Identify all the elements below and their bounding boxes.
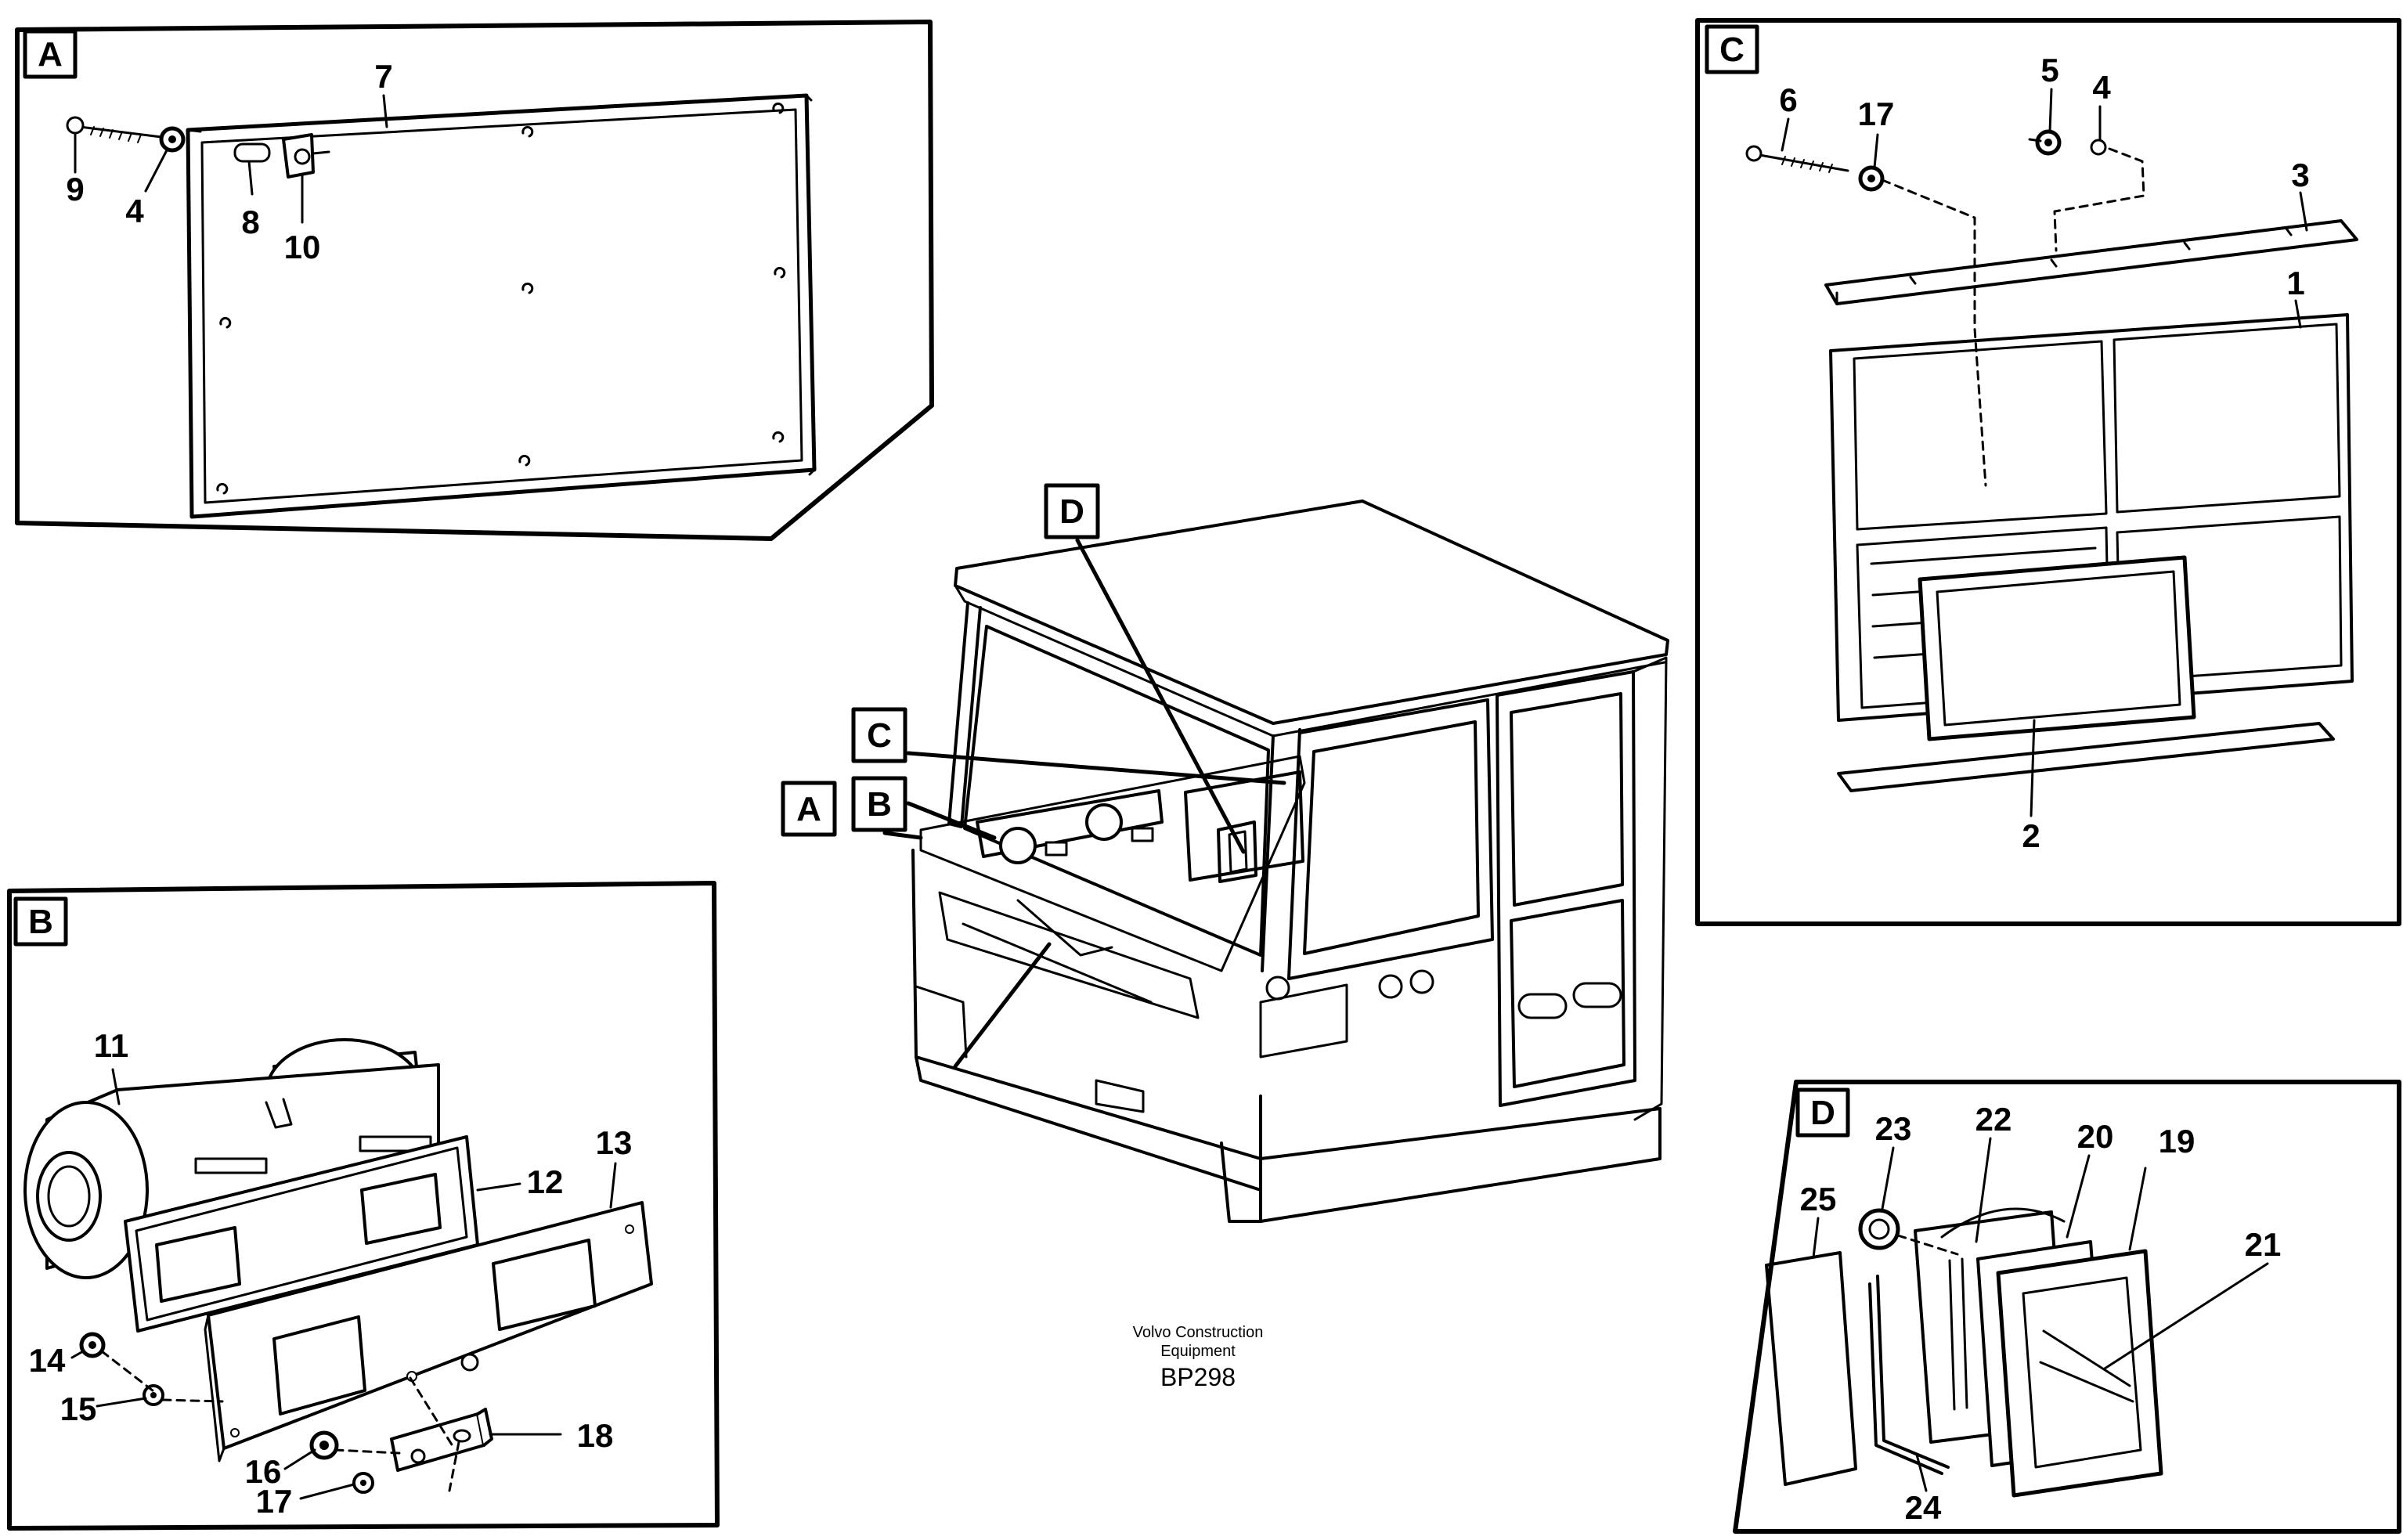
label-b-14: 14 (29, 1342, 66, 1379)
fasteners-b (79, 1332, 374, 1494)
cab-callout-lines (882, 538, 1286, 1069)
screw-and-nut (66, 116, 186, 153)
cab-callout-d-text: D (1059, 492, 1084, 531)
label-c-5: 5 (2040, 52, 2058, 88)
panel-tag-b (13, 896, 68, 947)
cab-overview: A B C D (781, 483, 1669, 1223)
cover-plate (186, 93, 817, 519)
label-a-10: 10 (284, 229, 321, 265)
leader-lines-c (1781, 88, 2308, 817)
cab-filter (1184, 770, 1304, 883)
label-c-1: 1 (2286, 265, 2304, 301)
assembly-lines-c (1881, 147, 2145, 487)
detail-panel-b: B (7, 881, 720, 1531)
top-rail (1824, 219, 2358, 305)
caption-line-2: Equipment (1160, 1343, 1236, 1360)
cab-callout-b-text: B (867, 785, 892, 824)
label-b-11: 11 (94, 1027, 128, 1064)
panel-tag-a-text: A (38, 35, 63, 74)
drawing-caption: Volvo Construction Equipment BP298 (1133, 1324, 1264, 1391)
detail-panel-c: C (1695, 18, 2401, 926)
label-c-2: 2 (2022, 817, 2040, 854)
label-b-12: 12 (527, 1163, 564, 1200)
label-c-3: 3 (2291, 157, 2309, 193)
cab-callout-a (781, 781, 837, 837)
knob (1858, 1208, 1959, 1256)
fasteners-c (1745, 129, 2107, 192)
label-d-25: 25 (1800, 1181, 1837, 1217)
label-d-20: 20 (2077, 1118, 2114, 1155)
filter-cartridge (1918, 555, 2196, 741)
panel-tag-c-text: C (1719, 31, 1745, 69)
cab-callout-a-text: A (796, 790, 821, 828)
cab-callout-c-text: C (867, 716, 892, 755)
cab-callout-b (851, 776, 907, 832)
panel-tag-a (23, 29, 78, 79)
mounting-panel (204, 1201, 653, 1462)
label-c-6: 6 (1779, 81, 1797, 118)
assembly-lines-b (100, 1350, 460, 1492)
cab-callout-d (1044, 483, 1100, 539)
label-b-13: 13 (596, 1124, 633, 1161)
leader-lines-b (70, 1068, 617, 1500)
label-d-23: 23 (1875, 1110, 1912, 1147)
label-b-17: 17 (256, 1483, 293, 1520)
label-b-16: 16 (245, 1453, 282, 1490)
leader-lines-a (74, 94, 388, 224)
label-d-24: 24 (1905, 1489, 1942, 1526)
bottom-rail (1837, 722, 2335, 792)
cab-duct (976, 789, 1164, 864)
label-b-15: 15 (60, 1390, 97, 1427)
detail-panel-a: A (15, 20, 934, 541)
detail-panel-d: D (1733, 1080, 2401, 1534)
label-d-19: 19 (2159, 1123, 2196, 1160)
label-a-8: 8 (241, 204, 259, 240)
panel-tag-b-text: B (28, 903, 53, 941)
label-c-17: 17 (1858, 96, 1895, 132)
bracket (390, 1408, 493, 1472)
panel-tag-d (1795, 1087, 1850, 1138)
label-b-18: 18 (577, 1417, 614, 1454)
caption-line-1: Volvo Construction (1133, 1324, 1264, 1341)
caption-code: BP298 (1160, 1363, 1236, 1391)
leader-lines-d (1812, 1137, 2269, 1492)
grille-frame (1996, 1249, 2163, 1498)
label-a-9: 9 (66, 171, 84, 207)
cab-callout-c (851, 707, 907, 763)
panel-tag-d-text: D (1810, 1094, 1835, 1132)
label-a-4: 4 (125, 193, 144, 229)
label-d-21: 21 (2245, 1226, 2282, 1263)
latch-assembly (233, 133, 330, 179)
label-d-22: 22 (1975, 1101, 2012, 1138)
label-a-7: 7 (374, 58, 392, 95)
label-c-4: 4 (2092, 69, 2111, 106)
filter-pad (1765, 1251, 1857, 1486)
panel-tag-c (1705, 24, 1759, 74)
